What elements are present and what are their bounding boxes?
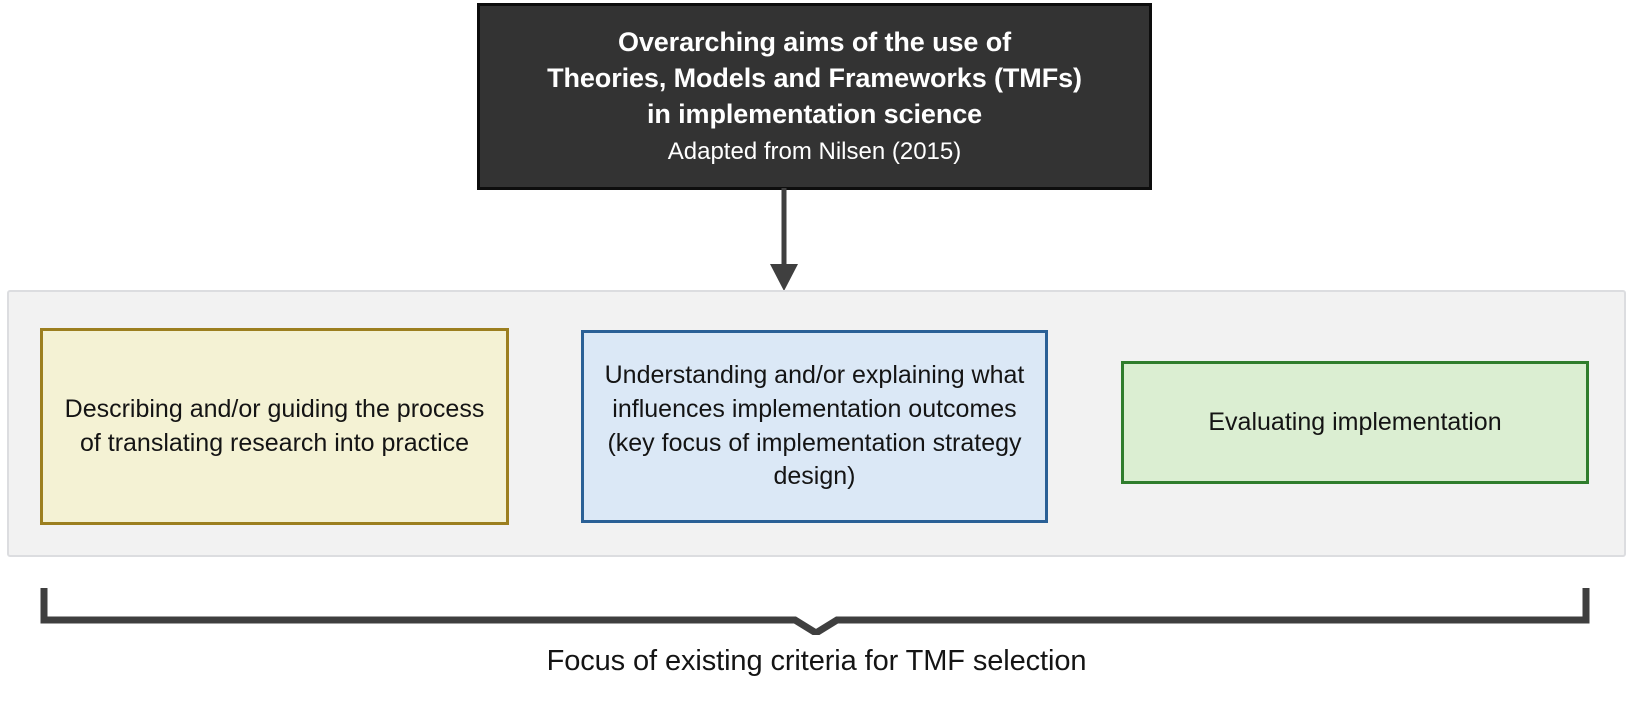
aim-box-label: Evaluating implementation bbox=[1208, 407, 1502, 436]
header-box: Overarching aims of the use of Theories,… bbox=[477, 3, 1152, 190]
down-arrow-icon bbox=[752, 188, 816, 292]
aim-box-describing-guiding: Describing and/or guiding the process of… bbox=[40, 328, 509, 525]
header-subtitle: Adapted from Nilsen (2015) bbox=[667, 137, 962, 165]
aim-box-understanding-explaining: Understanding and/or explaining what inf… bbox=[581, 330, 1048, 523]
aim-box-evaluating-implementation: Evaluating implementation bbox=[1121, 361, 1589, 484]
aim-box-label: Describing and/or guiding the process of… bbox=[64, 394, 485, 457]
brace-down-icon bbox=[30, 575, 1605, 638]
aim-box-label: Understanding and/or explaining what inf… bbox=[604, 361, 1025, 491]
diagram-caption: Focus of existing criteria for TMF selec… bbox=[546, 645, 1087, 677]
header-title-line-1: Overarching aims of the use of bbox=[617, 26, 1012, 57]
header-title-line-2: Theories, Models and Frameworks (TMFs) bbox=[547, 62, 1082, 93]
header-title-line-3: in implementation science bbox=[646, 98, 983, 129]
